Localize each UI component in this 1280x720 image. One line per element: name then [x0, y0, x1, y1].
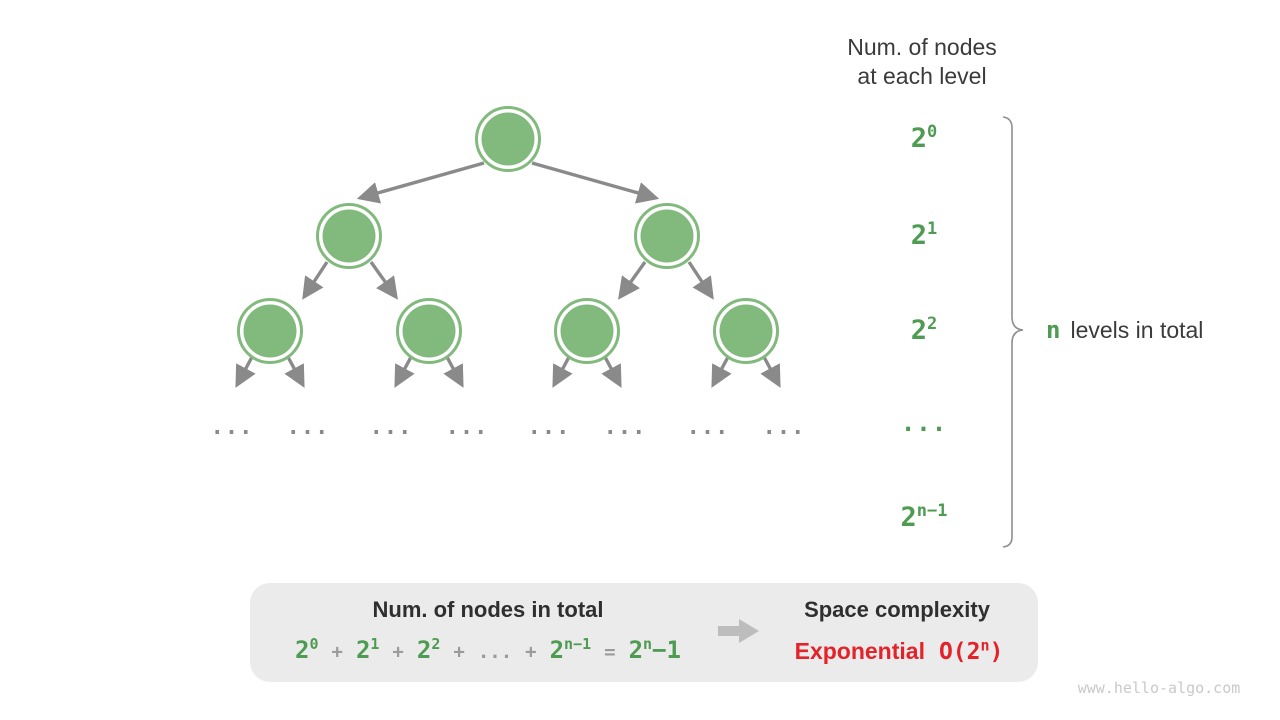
level-label-2: 22 [911, 314, 938, 348]
edge-l2r-d [687, 261, 714, 300]
complexity-name: Exponential [794, 638, 925, 664]
tree-node-l2-a [237, 298, 303, 364]
formula-result-tail: −1 [652, 636, 681, 664]
column-header-line2: at each level [857, 63, 987, 89]
formula-result: 2n−1 [629, 636, 681, 664]
tree-nodes [237, 106, 779, 364]
plus-operator: + [392, 641, 404, 663]
tree-ellipsis: ... [445, 415, 489, 440]
level-label-n: 2n−1 [901, 501, 948, 535]
edge-l2r-c [618, 261, 647, 300]
implies-arrow-icon [718, 619, 759, 643]
brace [1002, 116, 1024, 548]
tree-ellipsis: ... [686, 415, 730, 440]
brace-caption-n: n [1046, 316, 1061, 344]
brace-caption-text: levels in total [1070, 317, 1204, 343]
watermark: www.hello-algo.com [1077, 679, 1241, 697]
equals-operator: = [604, 641, 616, 663]
edge-l2l-b [369, 261, 398, 300]
level-label-base: 2 [910, 123, 928, 154]
total-nodes-formula: 20 + 21 + 22 + ... + 2n−1 = 2n−1 [295, 636, 681, 664]
level-label-base: 2 [900, 502, 917, 533]
tree-ellipsis: ... [603, 415, 647, 440]
plus-operator: + [525, 641, 537, 663]
big-o-base: O(2 [938, 639, 981, 665]
tree-ellipsis: ... [210, 415, 254, 440]
edge-root-right [531, 161, 660, 204]
down-arrow [711, 356, 732, 388]
formula-term-sup: n−1 [564, 635, 592, 653]
total-nodes-title: Num. of nodes in total [372, 597, 604, 622]
formula-term: 2n−1 [550, 636, 592, 664]
down-arrow [552, 356, 573, 388]
down-arrow [284, 356, 305, 388]
edge-root-left [356, 161, 485, 204]
tree-node-l1-right [634, 203, 700, 269]
complexity-big-o: O(2n) [938, 636, 1004, 665]
column-header-line1: Num. of nodes [847, 34, 997, 60]
formula-term-base: 2 [416, 636, 432, 664]
edge-l2l-a [302, 261, 329, 300]
level-label-sup: 0 [927, 122, 938, 142]
level-label-ellipsis: ... [900, 409, 948, 437]
formula-term-base: 2 [295, 636, 310, 664]
tree-edges [235, 161, 781, 388]
down-arrow [443, 356, 464, 388]
level-label-0: 20 [911, 122, 938, 156]
formula-ellipsis: ... [477, 641, 513, 663]
down-arrow [601, 356, 622, 388]
formula-term: 20 [295, 636, 318, 664]
level-label-sup: 1 [927, 219, 938, 239]
tree-ellipsis: ... [762, 415, 806, 440]
level-label-base: 2 [910, 315, 928, 346]
tree-ellipsis: ... [286, 415, 330, 440]
big-o-sup: n [980, 636, 990, 655]
tree-node-l2-b [396, 298, 462, 364]
tree-node-l2-d [713, 298, 779, 364]
level-label-sup: n−1 [916, 501, 948, 521]
tree-node-root [475, 106, 541, 172]
formula-result-sup: n [643, 635, 653, 653]
level-label-sup: 2 [927, 314, 938, 334]
big-o-close: ) [989, 639, 1004, 665]
down-arrow [394, 356, 415, 388]
formula-term-base: 2 [355, 636, 371, 664]
tree-node-l2-c [554, 298, 620, 364]
down-arrow [235, 356, 256, 388]
level-label-1: 21 [911, 219, 938, 253]
summary-box: Num. of nodes in total 20 + 21 + 22 + ..… [250, 583, 1038, 682]
formula-term-base: 2 [549, 636, 565, 664]
formula-term-sup: 2 [431, 635, 441, 653]
down-arrow [760, 356, 781, 388]
complexity-result: Exponential O(2n) [795, 638, 1004, 665]
formula-term: 21 [356, 636, 379, 664]
plus-operator: + [453, 641, 465, 663]
level-label-base: 2 [910, 220, 928, 251]
brace-caption: n levels in total [1046, 316, 1203, 344]
formula-result-base: 2 [628, 636, 644, 664]
column-header: Num. of nodes at each level [847, 33, 997, 91]
plus-operator: + [331, 641, 343, 663]
tree-node-l1-left [316, 203, 382, 269]
formula-term: 22 [417, 636, 440, 664]
tree-ellipsis: ... [369, 415, 413, 440]
tree-ellipsis: ... [527, 415, 571, 440]
formula-term-sup: 0 [309, 635, 319, 653]
space-complexity-title: Space complexity [804, 597, 990, 622]
formula-term-sup: 1 [370, 635, 380, 653]
